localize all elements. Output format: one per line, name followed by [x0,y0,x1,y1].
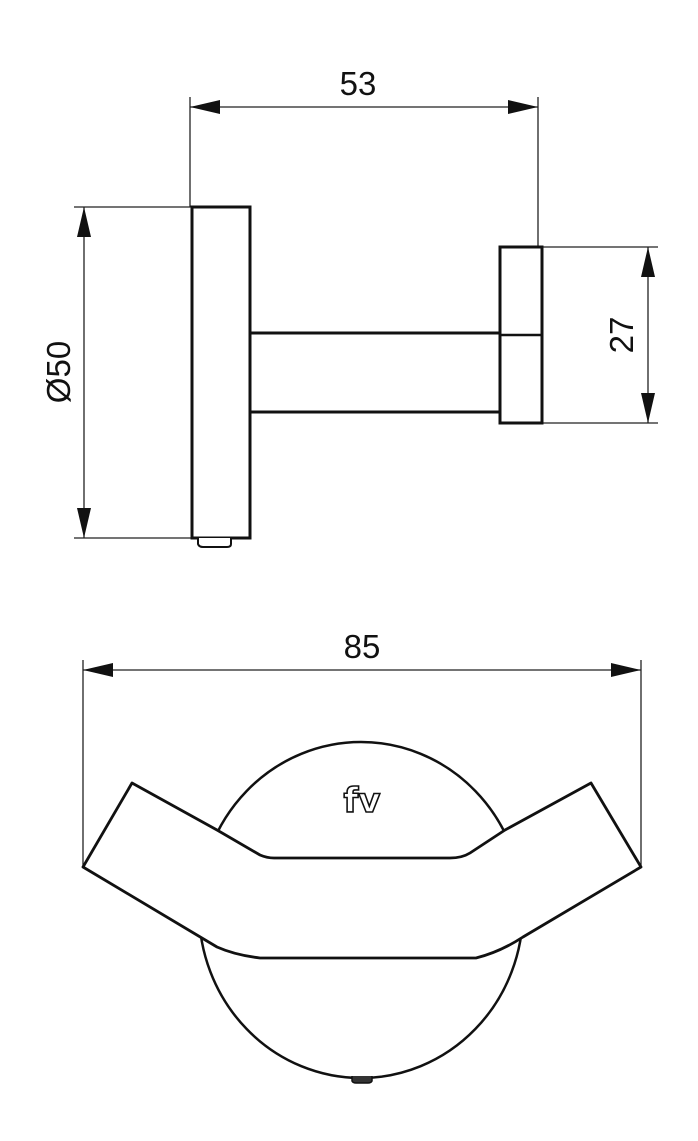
front-view: 85 fv [81,628,643,1084]
side-view: 53 Ø50 27 [40,65,658,548]
set-screw [197,538,232,548]
dimension-label-length: 53 [340,65,377,102]
dimension-label-cap-height: 27 [603,317,640,354]
hook-stem [248,331,502,414]
dimension-label-width: 85 [344,628,381,665]
set-screw [351,1076,373,1084]
brand-logo: fv [344,781,381,821]
wall-base-plate [190,205,252,540]
double-hook-arm [81,781,643,960]
dimension-label-diameter: Ø50 [40,341,77,403]
